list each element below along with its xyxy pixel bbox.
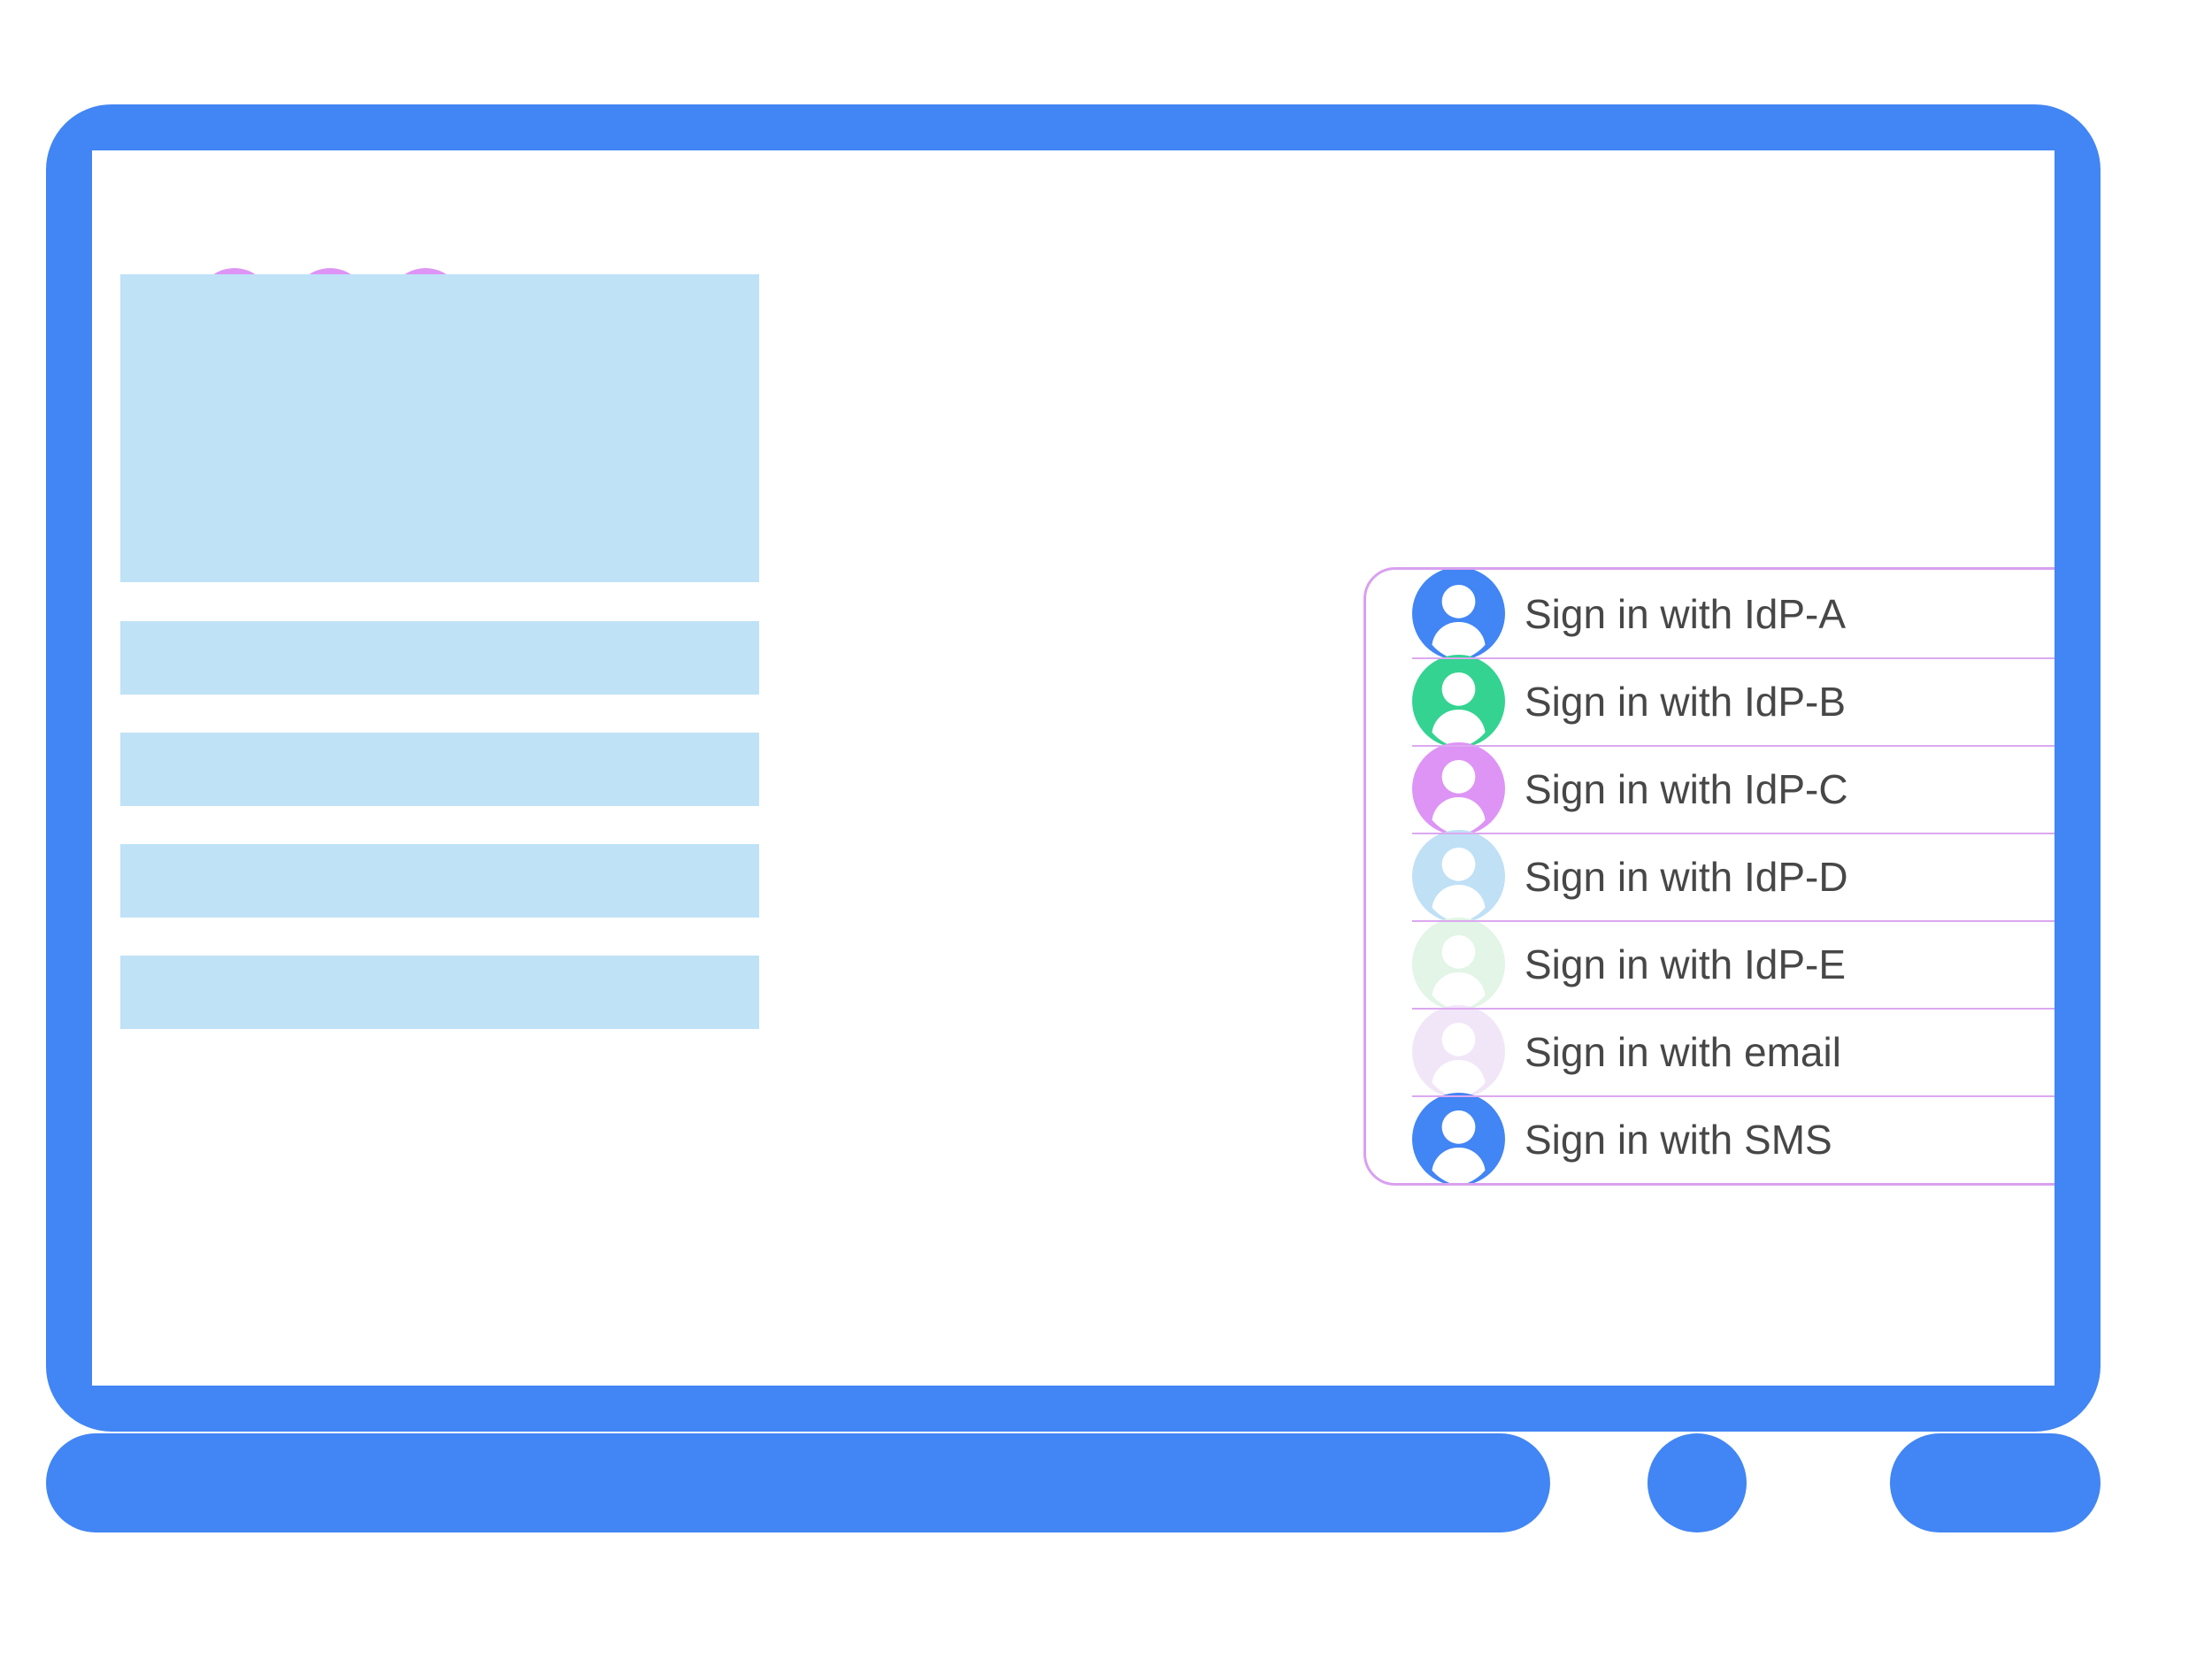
- person-avatar-icon: [1412, 655, 1505, 748]
- bezel-bar-right: [1890, 1433, 2101, 1532]
- device-bottom-bezel: [46, 1433, 2101, 1532]
- page-content-skeleton: [120, 274, 759, 1029]
- account-row[interactable]: Sign in with IdP-B: [1366, 655, 2055, 748]
- account-row[interactable]: Sign in with IdP-E: [1366, 918, 2055, 1010]
- person-avatar-icon: [1412, 918, 1505, 1010]
- person-avatar-icon: [1412, 1005, 1505, 1098]
- account-row-label: Sign in with IdP-D: [1525, 853, 1848, 900]
- person-avatar-icon: [1412, 570, 1505, 660]
- account-row[interactable]: Sign in with SMS: [1366, 1093, 2055, 1183]
- account-row-label: Sign in with IdP-E: [1525, 941, 1847, 987]
- home-button[interactable]: [1647, 1433, 1747, 1532]
- account-row[interactable]: Sign in with email: [1366, 1005, 2055, 1098]
- account-row[interactable]: Sign in with IdP-C: [1366, 742, 2055, 835]
- person-avatar-icon: [1412, 1093, 1505, 1183]
- text-placeholder-4: [120, 956, 759, 1029]
- bezel-bar-left: [46, 1433, 1550, 1532]
- text-placeholder-3: [120, 844, 759, 918]
- text-placeholder-2: [120, 733, 759, 806]
- account-row-label: Sign in with email: [1525, 1028, 1841, 1075]
- text-placeholder-1: [120, 621, 759, 695]
- account-row-label: Sign in with IdP-B: [1525, 678, 1847, 725]
- hero-placeholder: [120, 274, 759, 582]
- account-chooser-panel[interactable]: Sign in with IdP-A Sign in with IdP-B Sign…: [1363, 567, 2055, 1186]
- person-avatar-icon: [1412, 742, 1505, 835]
- person-avatar-icon: [1412, 830, 1505, 923]
- account-row[interactable]: Sign in with IdP-D: [1366, 830, 2055, 923]
- account-row[interactable]: Sign in with IdP-A: [1366, 570, 2055, 660]
- account-row-label: Sign in with SMS: [1525, 1116, 1832, 1163]
- account-row-label: Sign in with IdP-C: [1525, 765, 1848, 812]
- account-row-label: Sign in with IdP-A: [1525, 590, 1847, 637]
